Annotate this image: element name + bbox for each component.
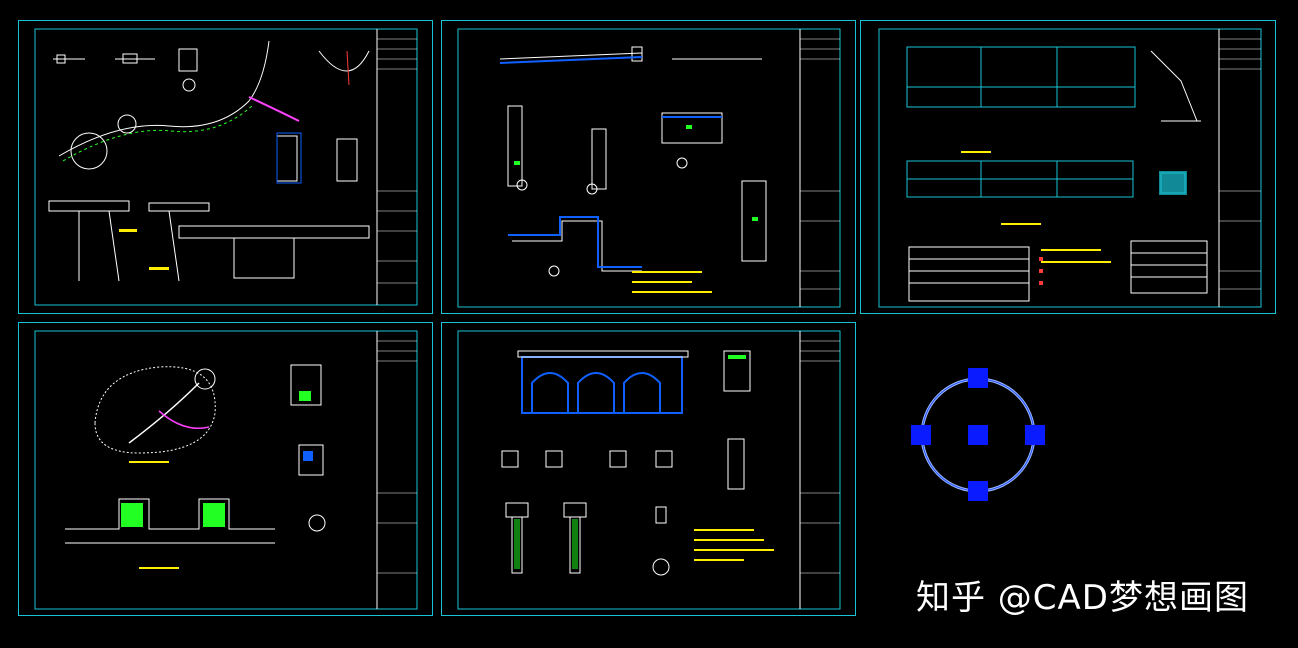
drawing-sheet-1[interactable]	[18, 20, 433, 314]
sheet-3-graphics	[878, 28, 1262, 308]
sheet-2-graphics	[457, 28, 841, 308]
drawing-sheet-3[interactable]	[860, 20, 1276, 314]
drawing-sheet-4[interactable]	[18, 322, 433, 616]
sheet-5-graphics	[457, 330, 841, 610]
drawing-sheet-5[interactable]	[441, 322, 856, 616]
grip-center[interactable]	[968, 425, 988, 445]
watermark-text: 知乎 @CAD梦想画图	[916, 578, 1249, 618]
sheet-1-graphics	[34, 28, 418, 306]
sheet-4-graphics	[34, 330, 418, 610]
grip-left[interactable]	[911, 425, 931, 445]
grip-top[interactable]	[968, 368, 988, 388]
grip-right[interactable]	[1025, 425, 1045, 445]
drawing-sheet-2[interactable]	[441, 20, 856, 314]
grip-bottom[interactable]	[968, 481, 988, 501]
